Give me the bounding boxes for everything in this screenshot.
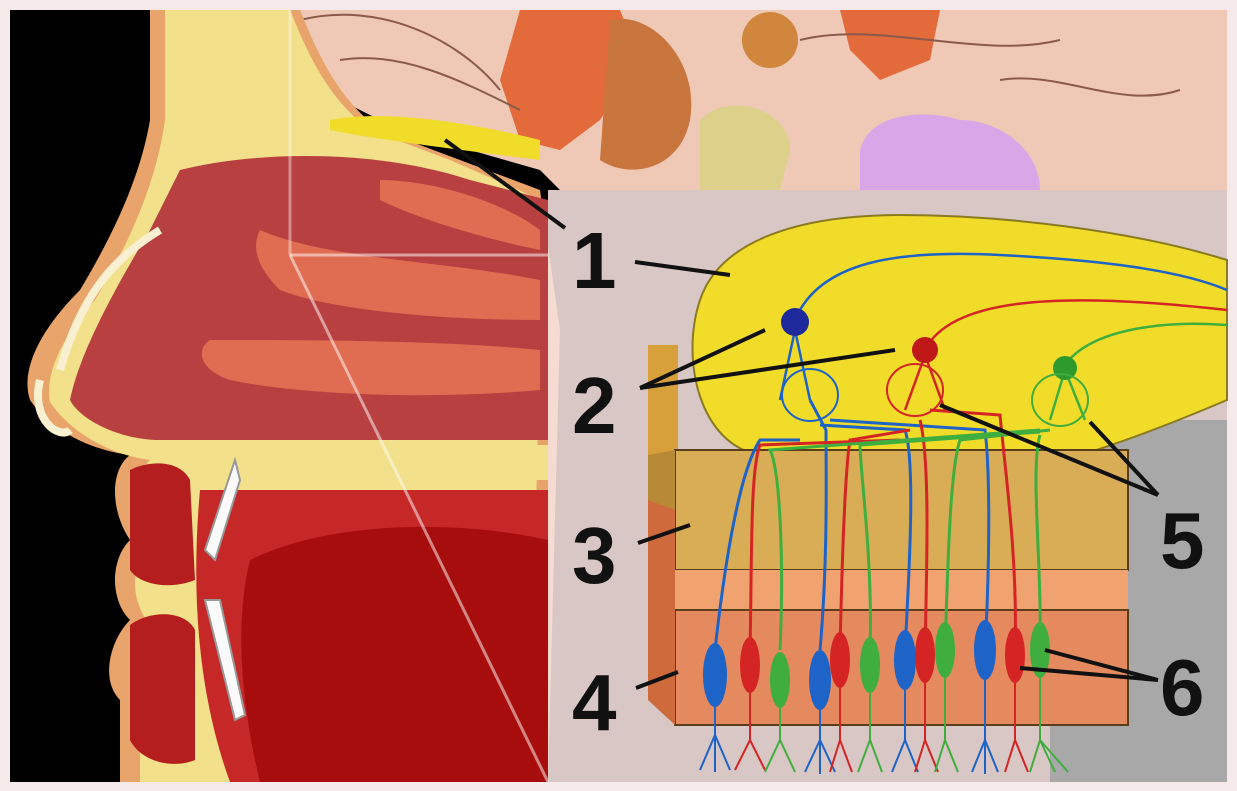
receptor-neuron <box>974 620 996 680</box>
receptor-neuron <box>740 637 760 693</box>
label-4: 4 <box>572 658 617 747</box>
olfactory-bulb <box>693 215 1228 455</box>
tongue <box>241 527 548 782</box>
hard-palate <box>160 445 548 480</box>
label-1: 1 <box>572 216 617 305</box>
label-5: 5 <box>1160 496 1205 585</box>
receptor-neuron <box>915 627 935 683</box>
receptor-neuron <box>860 637 880 693</box>
receptor-neuron <box>809 650 831 710</box>
lower-lip <box>130 614 195 764</box>
receptor-neuron <box>830 632 850 688</box>
receptor-neuron <box>894 630 916 690</box>
upper-lip <box>130 463 195 585</box>
receptor-neuron <box>703 643 727 707</box>
receptor-neuron <box>770 652 790 708</box>
label-3: 3 <box>572 511 617 600</box>
label-2: 2 <box>572 361 617 450</box>
receptor-neuron <box>1005 627 1025 683</box>
label-6: 6 <box>1160 643 1205 732</box>
mitral-cell-red <box>912 337 938 363</box>
mitral-cell-blue <box>781 308 809 336</box>
receptor-neuron <box>935 622 955 678</box>
